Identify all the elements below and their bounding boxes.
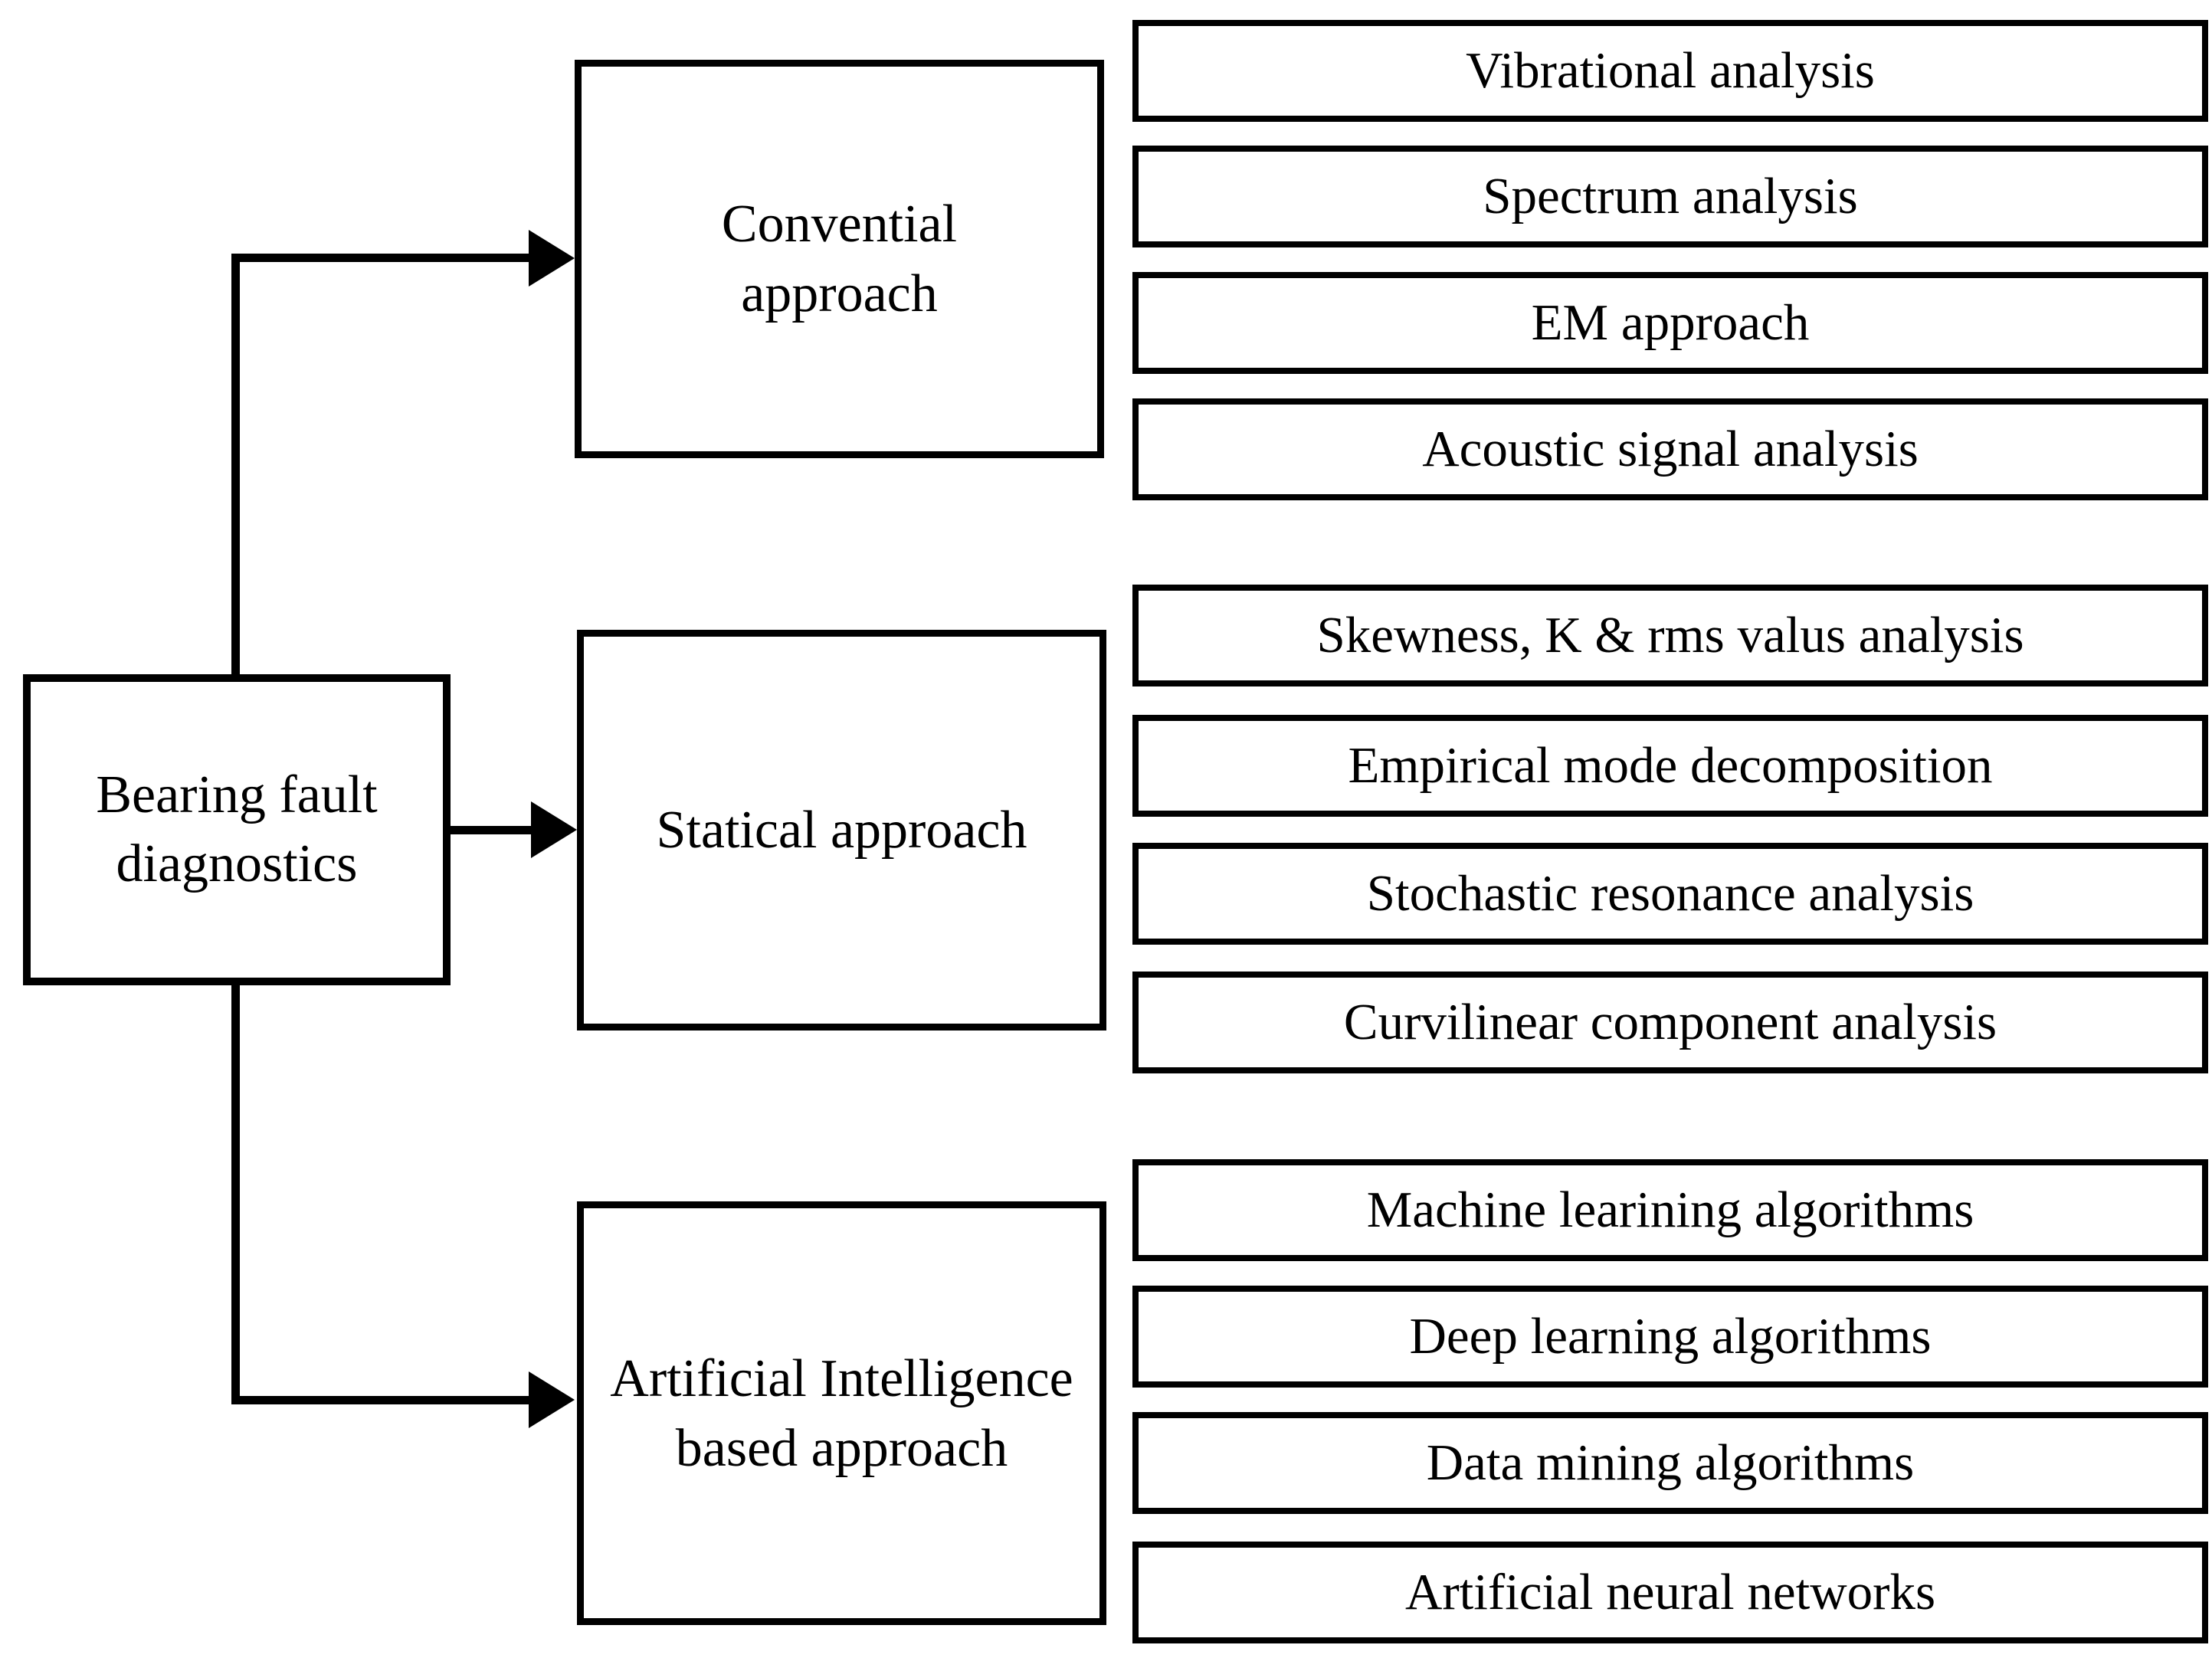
node-bearing-fault-diagnostics: Bearing fault diagnostics	[23, 674, 451, 985]
connector-bottom-horizontal-line	[231, 1396, 534, 1404]
node-acoustic-signal-analysis: Acoustic signal analysis	[1132, 398, 2208, 500]
node-data-mining-algorithms: Data mining algorithms	[1132, 1412, 2208, 1514]
node-em-approach: EM approach	[1132, 272, 2208, 374]
node-stochastic-resonance-analysis: Stochastic resonance analysis	[1132, 843, 2208, 945]
leaf-label: Vibrational analysis	[1466, 41, 1875, 99]
arrowhead-to-statical-icon	[531, 801, 577, 858]
node-spectrum-analysis: Spectrum analysis	[1132, 146, 2208, 247]
node-convential-approach: Convential approach	[575, 60, 1104, 458]
leaf-label: EM approach	[1531, 293, 1810, 351]
connector-top-vertical-line	[231, 254, 240, 675]
leaf-label: Deep learning algorithms	[1409, 1307, 1932, 1365]
leaf-label: Empirical mode decomposition	[1348, 736, 1993, 794]
node-vibrational-analysis: Vibrational analysis	[1132, 20, 2208, 122]
leaf-label: Curvilinear component analysis	[1343, 993, 1997, 1050]
node-skewness-k-rms-analysis: Skewness, K & rms valus analysis	[1132, 585, 2208, 686]
node-machine-learning-algorithms: Machine learining algorithms	[1132, 1159, 2208, 1261]
leaf-label: Data mining algorithms	[1426, 1434, 1915, 1491]
leaf-label: Spectrum analysis	[1483, 167, 1858, 224]
branch-label-statical: Statical approach	[656, 801, 1027, 860]
leaf-label: Stochastic resonance analysis	[1366, 864, 1974, 922]
connector-bottom-vertical-line	[231, 981, 240, 1404]
arrowhead-to-ai-icon	[529, 1371, 575, 1428]
leaf-label: Machine learining algorithms	[1366, 1181, 1974, 1238]
node-ai-based-approach: Artificial Intelligence based approach	[577, 1201, 1106, 1625]
branch-label-convential: Convential approach	[721, 195, 958, 323]
node-curvilinear-component-analysis: Curvilinear component analysis	[1132, 972, 2208, 1073]
arrowhead-to-convential-icon	[529, 230, 575, 287]
leaf-label: Acoustic signal analysis	[1422, 420, 1919, 477]
branch-label-ai: Artificial Intelligence based approach	[610, 1348, 1073, 1478]
root-node-label: Bearing fault diagnostics	[96, 765, 378, 893]
leaf-label: Skewness, K & rms valus analysis	[1316, 606, 2024, 664]
connector-top-horizontal-line	[231, 254, 534, 262]
connector-middle-horizontal-line	[447, 826, 535, 834]
leaf-label: Artificial neural networks	[1404, 1563, 1936, 1620]
node-artificial-neural-networks: Artificial neural networks	[1132, 1542, 2208, 1643]
node-statical-approach: Statical approach	[577, 630, 1106, 1031]
node-empirical-mode-decomposition: Empirical mode decomposition	[1132, 715, 2208, 817]
node-deep-learning-algorithms: Deep learning algorithms	[1132, 1286, 2208, 1388]
